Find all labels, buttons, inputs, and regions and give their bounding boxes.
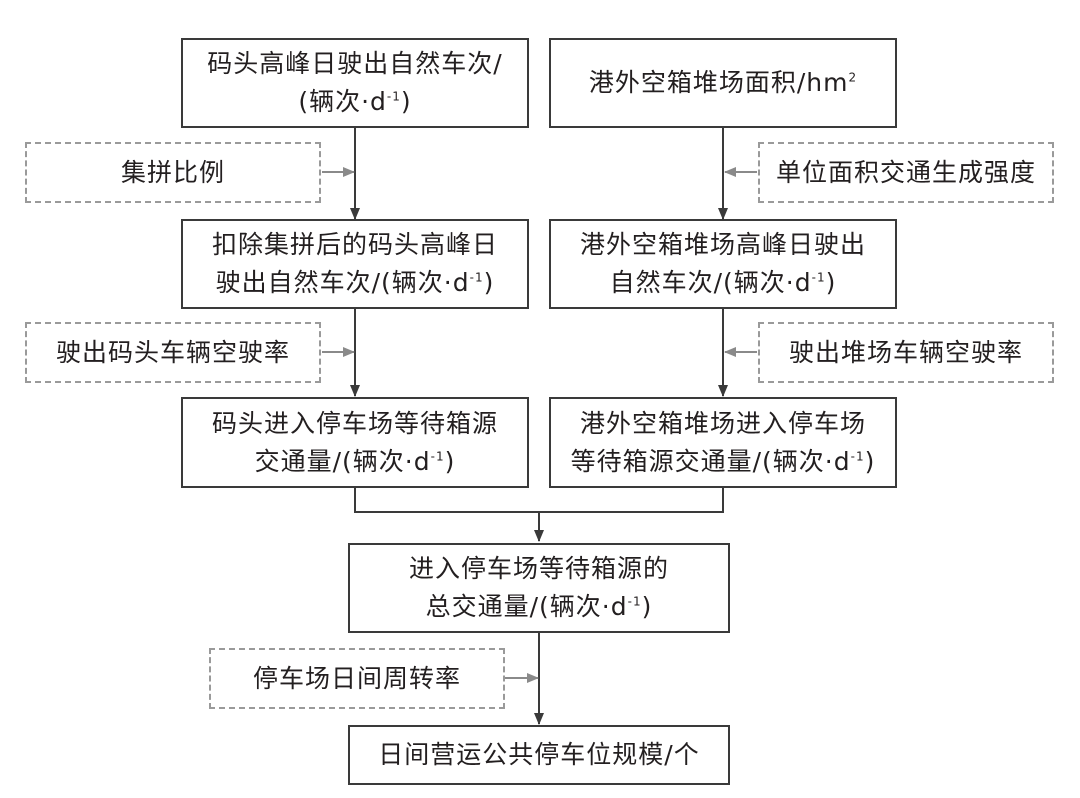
- box-yard-peak-trips-line2: 自然车次/(辆次·d-1): [609, 268, 837, 297]
- merge-line: [354, 487, 724, 513]
- box-yard-parking-volume: 港外空箱堆场进入停车场 等待箱源交通量/(辆次·d-1): [549, 397, 897, 488]
- factor-yard-empty-rate-label: 驶出堆场车辆空驶率: [788, 337, 1023, 367]
- box-dock-trips-after-consolidation: 扣除集拼后的码头高峰日 驶出自然车次/(辆次·d-1): [181, 219, 529, 309]
- factor-consolidation-ratio: 集拼比例: [25, 142, 321, 203]
- box-total-parking-volume-line1: 进入停车场等待箱源的: [408, 554, 669, 583]
- box-yard-area: 港外空箱堆场面积/hm2: [549, 38, 897, 128]
- factor-daytime-turnover: 停车场日间周转率: [209, 648, 505, 709]
- box-dock-trips-after-consolidation-line1: 扣除集拼后的码头高峰日: [211, 230, 498, 259]
- box-yard-parking-volume-line1: 港外空箱堆场进入停车场: [579, 408, 866, 438]
- box-dock-trips-after-consolidation-line2: 驶出自然车次/(辆次·d-1): [215, 268, 495, 297]
- box-parking-space-scale: 日间营运公共停车位规模/个: [348, 725, 730, 785]
- factor-unit-area-generation-label: 单位面积交通生成强度: [775, 157, 1036, 187]
- factor-consolidation-ratio-label: 集拼比例: [120, 157, 225, 187]
- box-yard-parking-volume-line2: 等待箱源交通量/(辆次·d-1): [570, 446, 876, 476]
- box-total-parking-volume: 进入停车场等待箱源的 总交通量/(辆次·d-1): [348, 543, 730, 633]
- box-dock-peak-trips-line1: 码头高峰日驶出自然车次/: [207, 49, 503, 78]
- box-parking-space-scale-label: 日间营运公共停车位规模/个: [378, 740, 700, 769]
- box-dock-parking-volume-line2: 交通量/(辆次·d-1): [254, 446, 456, 476]
- factor-dock-empty-rate-label: 驶出码头车辆空驶率: [55, 337, 290, 367]
- box-yard-peak-trips-line1: 港外空箱堆场高峰日驶出: [579, 230, 866, 259]
- box-yard-peak-trips: 港外空箱堆场高峰日驶出 自然车次/(辆次·d-1): [549, 219, 897, 309]
- box-yard-area-line1: 港外空箱堆场面积/hm2: [588, 68, 858, 97]
- box-dock-parking-volume-line1: 码头进入停车场等待箱源: [211, 408, 498, 438]
- box-dock-parking-volume: 码头进入停车场等待箱源 交通量/(辆次·d-1): [181, 397, 529, 488]
- box-total-parking-volume-line2: 总交通量/(辆次·d-1): [425, 592, 653, 621]
- factor-daytime-turnover-label: 停车场日间周转率: [252, 663, 461, 693]
- box-dock-peak-trips: 码头高峰日驶出自然车次/ (辆次·d-1): [181, 38, 529, 128]
- factor-dock-empty-rate: 驶出码头车辆空驶率: [25, 322, 321, 383]
- factor-yard-empty-rate: 驶出堆场车辆空驶率: [758, 322, 1054, 383]
- box-dock-peak-trips-line2: (辆次·d-1): [298, 87, 412, 116]
- factor-unit-area-generation: 单位面积交通生成强度: [758, 142, 1054, 203]
